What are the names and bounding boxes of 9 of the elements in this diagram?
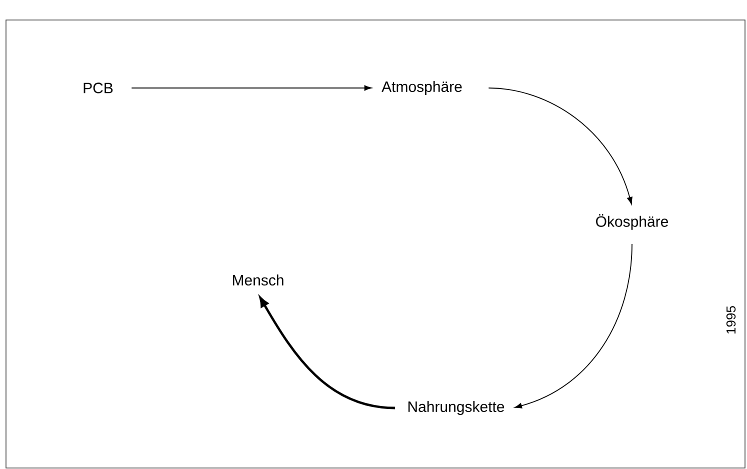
node-label: Mensch xyxy=(232,274,284,286)
node-label: PCB xyxy=(84,82,113,94)
arrow xyxy=(488,88,632,204)
arrow xyxy=(131,85,372,91)
node-label: Ökosphäre xyxy=(596,214,668,230)
node-label: Nahrungskette xyxy=(408,401,504,415)
arrow xyxy=(514,244,632,408)
node-label: Atmosphäre xyxy=(382,81,462,95)
year-label: 1995 xyxy=(726,306,736,334)
